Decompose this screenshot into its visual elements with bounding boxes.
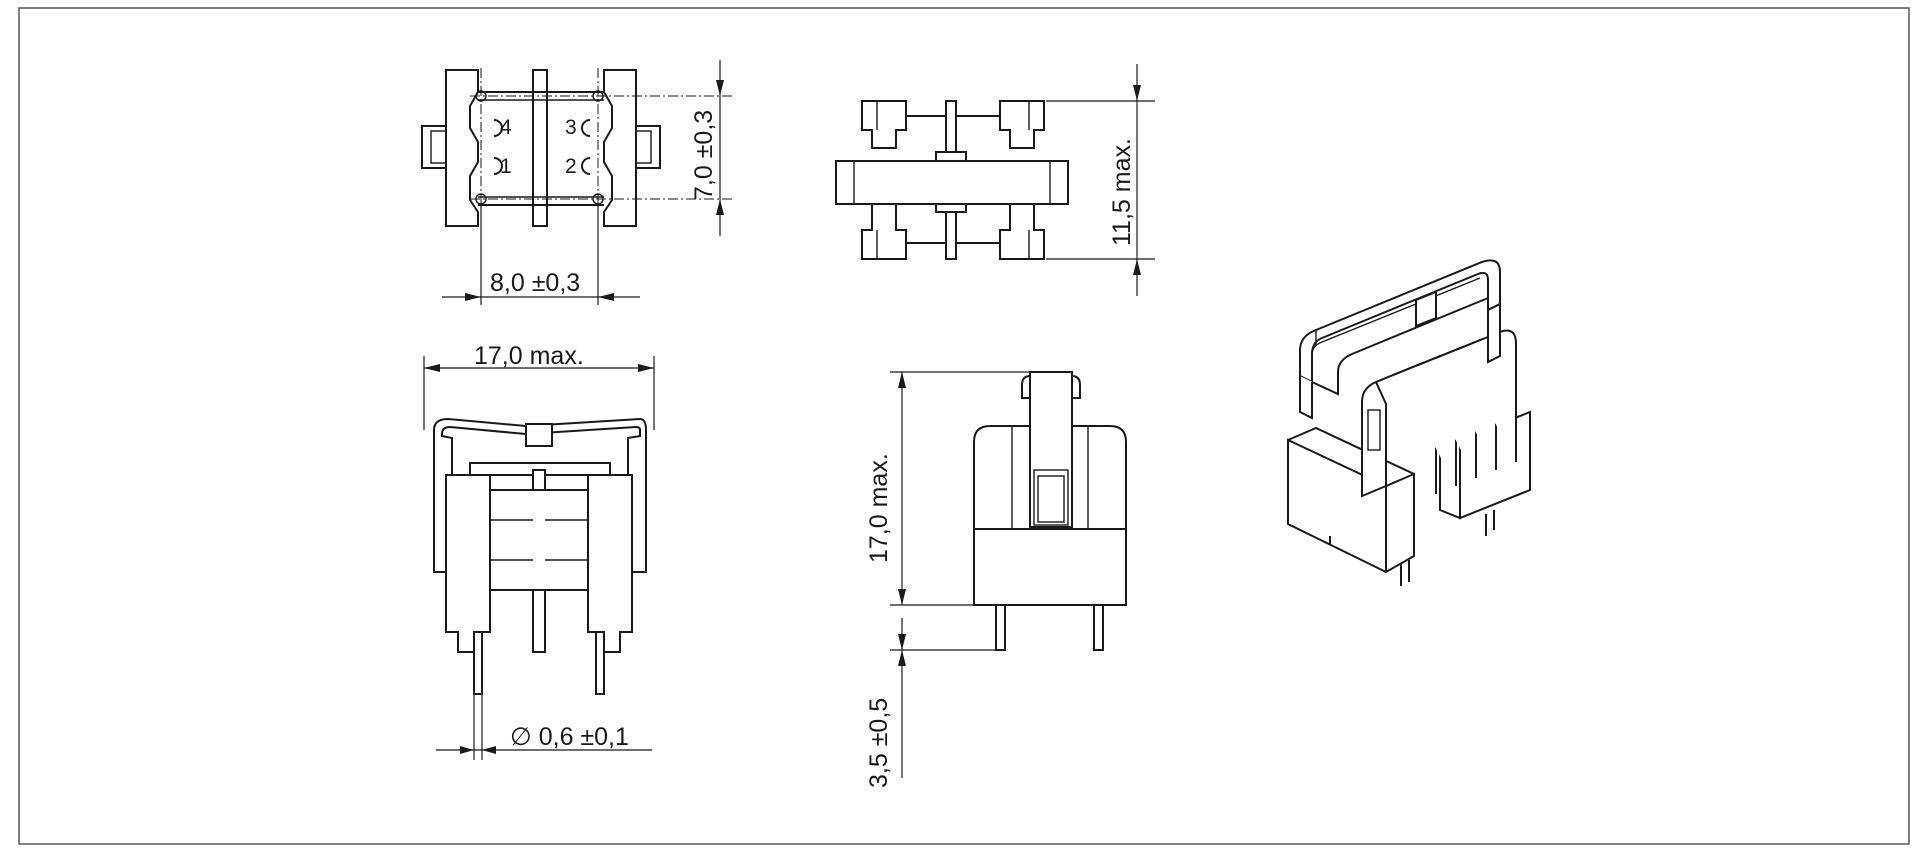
- pin-label-4: 4: [500, 116, 512, 139]
- pin-label-2: 2: [565, 155, 577, 178]
- front-view: 17,0 max. ∅ 0,6 ±0,1: [423, 342, 655, 760]
- dimension-top-width: 8,0 ±0,3: [490, 269, 580, 297]
- dimension-side-height: 11,5 max.: [1108, 138, 1136, 246]
- dimension-side-pin-length: 3,5 ±0,5: [865, 698, 893, 788]
- pin-label-1: 1: [500, 155, 512, 178]
- top-view: 4 3 1 2 8,0 ±0,3 7,0 ±0,3: [421, 60, 735, 305]
- drawing-frame: [18, 7, 1910, 845]
- dimension-pin-diameter: ∅ 0,6 ±0,1: [510, 723, 629, 751]
- dimension-side-body-height: 17,0 max.: [865, 453, 893, 563]
- pin-label-3: 3: [565, 116, 577, 139]
- side-view-bottom: 17,0 max. 3,5 ±0,5: [865, 371, 1127, 788]
- dimension-front-width: 17,0 max.: [474, 342, 584, 370]
- dimension-top-height: 7,0 ±0,3: [690, 110, 718, 200]
- isometric-view: [1287, 259, 1531, 586]
- side-view-top: 11,5 max.: [835, 64, 1155, 296]
